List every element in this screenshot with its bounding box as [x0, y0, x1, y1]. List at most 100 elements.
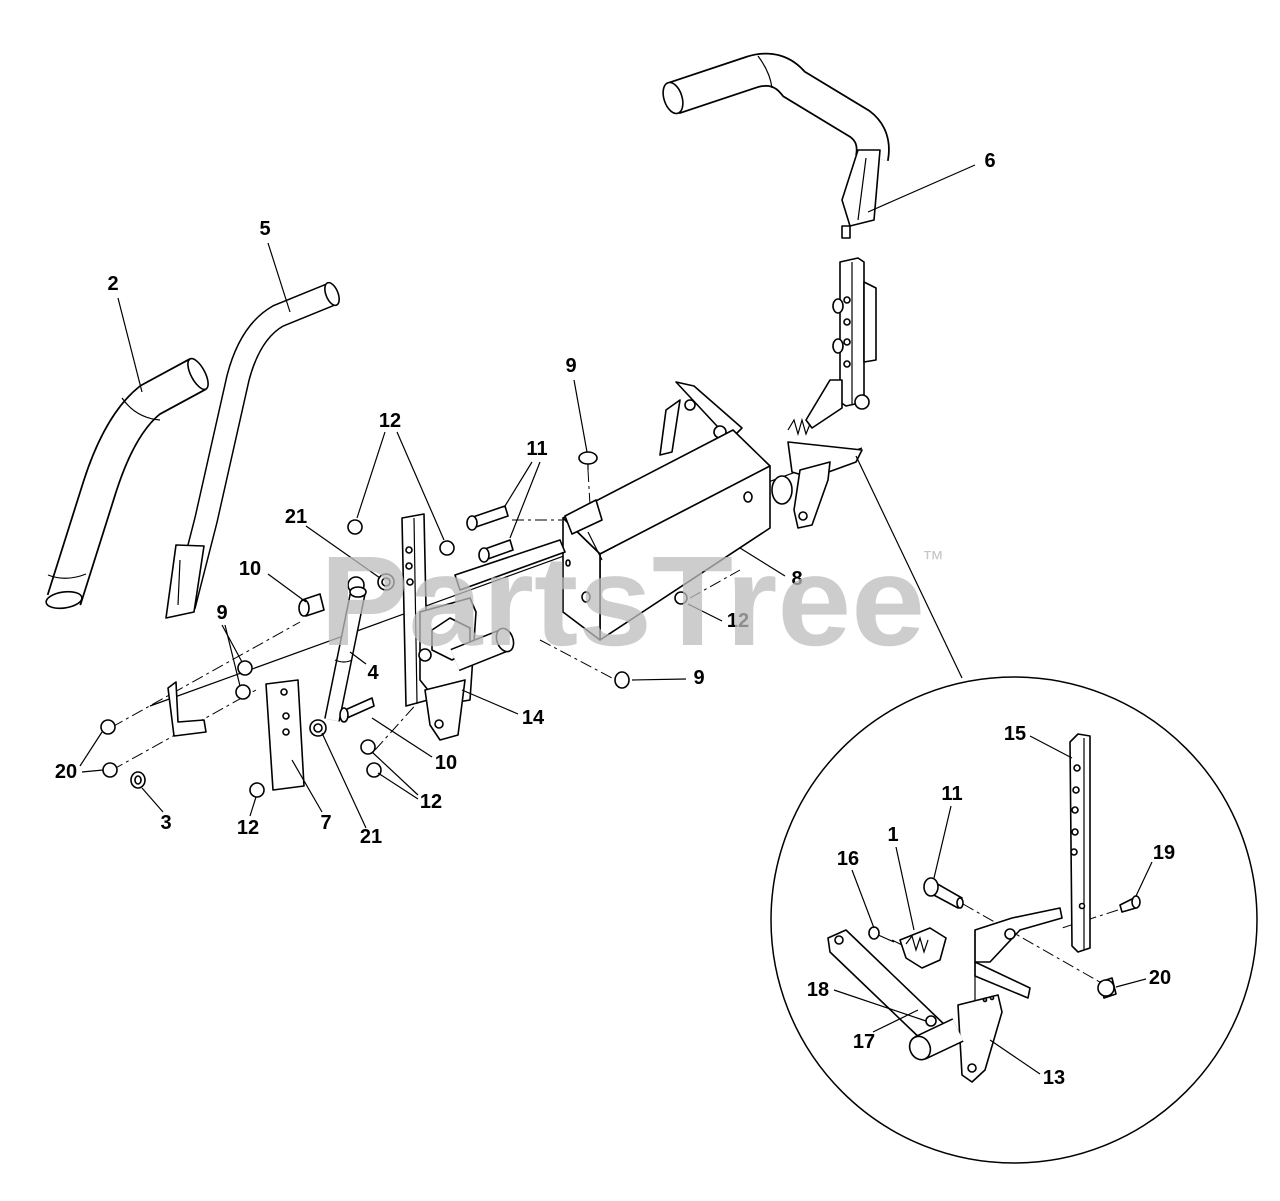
- part-20-nut: [100, 719, 116, 735]
- part-8-hole: [565, 559, 571, 567]
- detail-leader-line: [855, 455, 963, 679]
- axis-dash: [111, 689, 257, 771]
- left-end-bracket: [167, 681, 207, 737]
- part-13-bracket: [908, 994, 1003, 1083]
- part-6-tube-fill: [669, 54, 888, 161]
- callout-label: 5: [259, 218, 270, 240]
- part-12-nut: [360, 739, 376, 755]
- part-12-nut: [366, 762, 382, 778]
- part-12-nut: [347, 519, 363, 535]
- part-18-nut: [925, 1015, 937, 1027]
- part-2-band: [121, 397, 161, 421]
- part-14-channel-edge: [413, 517, 418, 704]
- part-7-hole: [282, 712, 290, 720]
- part-6-flat-bar-edge: [857, 157, 867, 221]
- part-13-dot: [989, 995, 995, 1001]
- leader-line: [461, 689, 519, 715]
- rocker-plate-body: [974, 907, 1063, 963]
- part-15-adjust-bar: [1069, 733, 1091, 953]
- rocker-lower-bar: [974, 961, 1031, 999]
- part-12-nut: [249, 782, 265, 798]
- part-9-pin-right: [614, 671, 630, 689]
- part-19-head: [1131, 895, 1141, 909]
- part-rocker-plate: [974, 907, 1063, 1004]
- leader-line: [1135, 861, 1153, 897]
- part-15-hole: [1072, 786, 1080, 794]
- part-4-rod-fill: [325, 590, 365, 722]
- part-9-nut: [235, 684, 251, 700]
- left-bracket-body: [167, 681, 207, 737]
- part-14-cylinder-fill: [451, 630, 509, 670]
- part-6-lower-arm: [805, 379, 843, 429]
- part-1-coil: [905, 934, 929, 955]
- link-bolt: [684, 399, 696, 411]
- part-7-plate: [265, 679, 305, 791]
- detail-axis-dash: [962, 903, 1106, 986]
- part-19-screw: [1119, 895, 1141, 913]
- callout-label: 17: [853, 1031, 875, 1053]
- part-11-bolt-head: [466, 515, 478, 531]
- part-17-hole: [834, 935, 844, 945]
- part-6-flat-bar: [841, 149, 881, 227]
- leader-line: [631, 678, 687, 681]
- part-14-pivot-plate: [424, 679, 466, 741]
- part-6-hole: [843, 360, 851, 368]
- leader-line: [1029, 735, 1073, 759]
- callout-label: 12: [237, 817, 259, 839]
- leader-line: [321, 732, 367, 829]
- callout-label: 12: [727, 610, 749, 632]
- part-11-detail-bolt: [923, 877, 964, 909]
- callout-label: 20: [55, 761, 77, 783]
- leader-line: [141, 787, 164, 813]
- part-5-top-end: [324, 281, 340, 307]
- leader-line: [933, 805, 952, 879]
- part-9-nut: [237, 660, 253, 676]
- part-6-bolt-head: [832, 298, 844, 314]
- part-12-nut: [674, 591, 688, 605]
- part-6-grip-end: [662, 81, 684, 115]
- part-18-body: [925, 1015, 937, 1027]
- leader-line: [377, 772, 419, 800]
- part-14-hole: [405, 562, 413, 570]
- leader-line: [989, 1039, 1041, 1075]
- part-13-cylinder-end: [908, 1035, 932, 1061]
- callout-label: 12: [379, 410, 401, 432]
- part-10-bushing-upper: [298, 593, 325, 617]
- callout-label: 21: [360, 826, 382, 848]
- main-leader-lines: [79, 164, 976, 829]
- part-16-small-bolt: [868, 926, 895, 943]
- leader-line: [504, 461, 533, 507]
- part-10-bolt-lower: [339, 697, 375, 723]
- part-2-handle-grip: [45, 357, 209, 610]
- part-14-slotted-bar: [454, 539, 566, 591]
- upper-link-assembly: [659, 381, 863, 529]
- part-2-bottom-end: [45, 590, 83, 610]
- part-14-pivot-hole: [434, 719, 444, 729]
- part-13-plate: [957, 994, 1003, 1083]
- callout-label: 9: [216, 602, 227, 624]
- part-3-washer-inner: [134, 775, 142, 785]
- leader-line: [291, 759, 323, 813]
- part-7-hole: [280, 688, 288, 696]
- leader-line: [1115, 978, 1147, 988]
- part-8-box-tube: [562, 429, 771, 641]
- part-8-hole: [581, 591, 591, 603]
- part-15-hole: [1070, 848, 1078, 856]
- main-callouts: 2 5 6 9 12 11 21 10 8 12 9 4 9 14 10 20 …: [55, 150, 996, 848]
- link-strut: [659, 399, 681, 456]
- part-8-end-face: [562, 517, 601, 641]
- part-14-cylinder-end: [495, 627, 515, 653]
- callout-label: 14: [522, 707, 545, 729]
- leader-line: [509, 461, 541, 539]
- part-11-bolts: [466, 505, 514, 563]
- callout-label: 12: [420, 791, 442, 813]
- part-21-inner: [381, 577, 391, 587]
- leader-line: [267, 242, 291, 313]
- leader-line: [117, 297, 143, 393]
- part-5-handle: [165, 281, 340, 619]
- rocker-plate-hole: [1004, 928, 1016, 940]
- leader-line: [81, 769, 104, 773]
- part-6-tab: [841, 225, 851, 239]
- part-4-rod-end: [349, 586, 367, 598]
